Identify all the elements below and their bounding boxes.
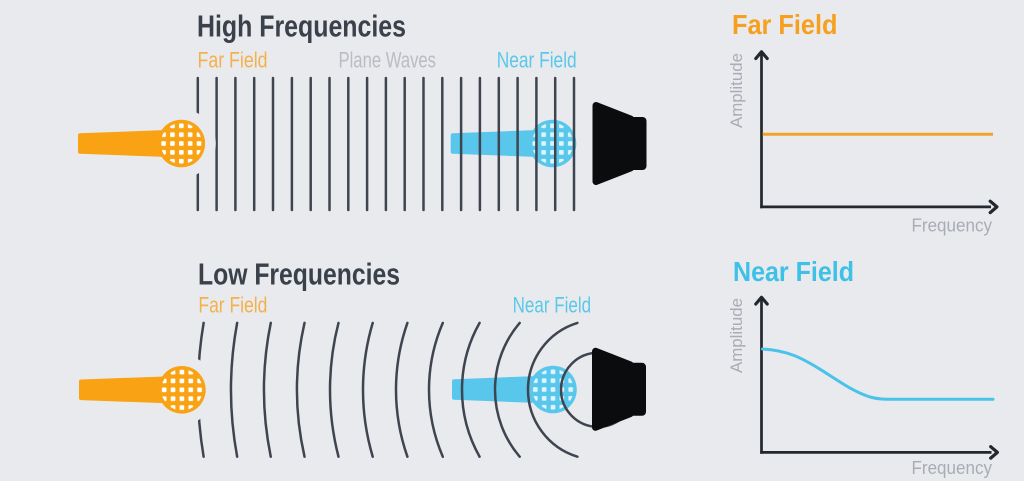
svg-text:Far Field: Far Field	[732, 9, 838, 40]
svg-text:Amplitude: Amplitude	[727, 298, 746, 373]
svg-text:Near Field: Near Field	[497, 48, 577, 73]
svg-text:High Frequencies: High Frequencies	[197, 8, 406, 43]
svg-text:Frequency: Frequency	[912, 457, 993, 478]
svg-text:Low Frequencies: Low Frequencies	[198, 257, 400, 292]
svg-text:Frequency: Frequency	[912, 215, 993, 236]
svg-text:Near Field: Near Field	[733, 256, 854, 287]
svg-text:Near Field: Near Field	[513, 293, 592, 318]
svg-text:Amplitude: Amplitude	[727, 53, 746, 128]
svg-text:Far Field: Far Field	[198, 293, 267, 318]
svg-text:Plane Waves: Plane Waves	[339, 48, 437, 73]
svg-text:Far Field: Far Field	[198, 48, 268, 73]
